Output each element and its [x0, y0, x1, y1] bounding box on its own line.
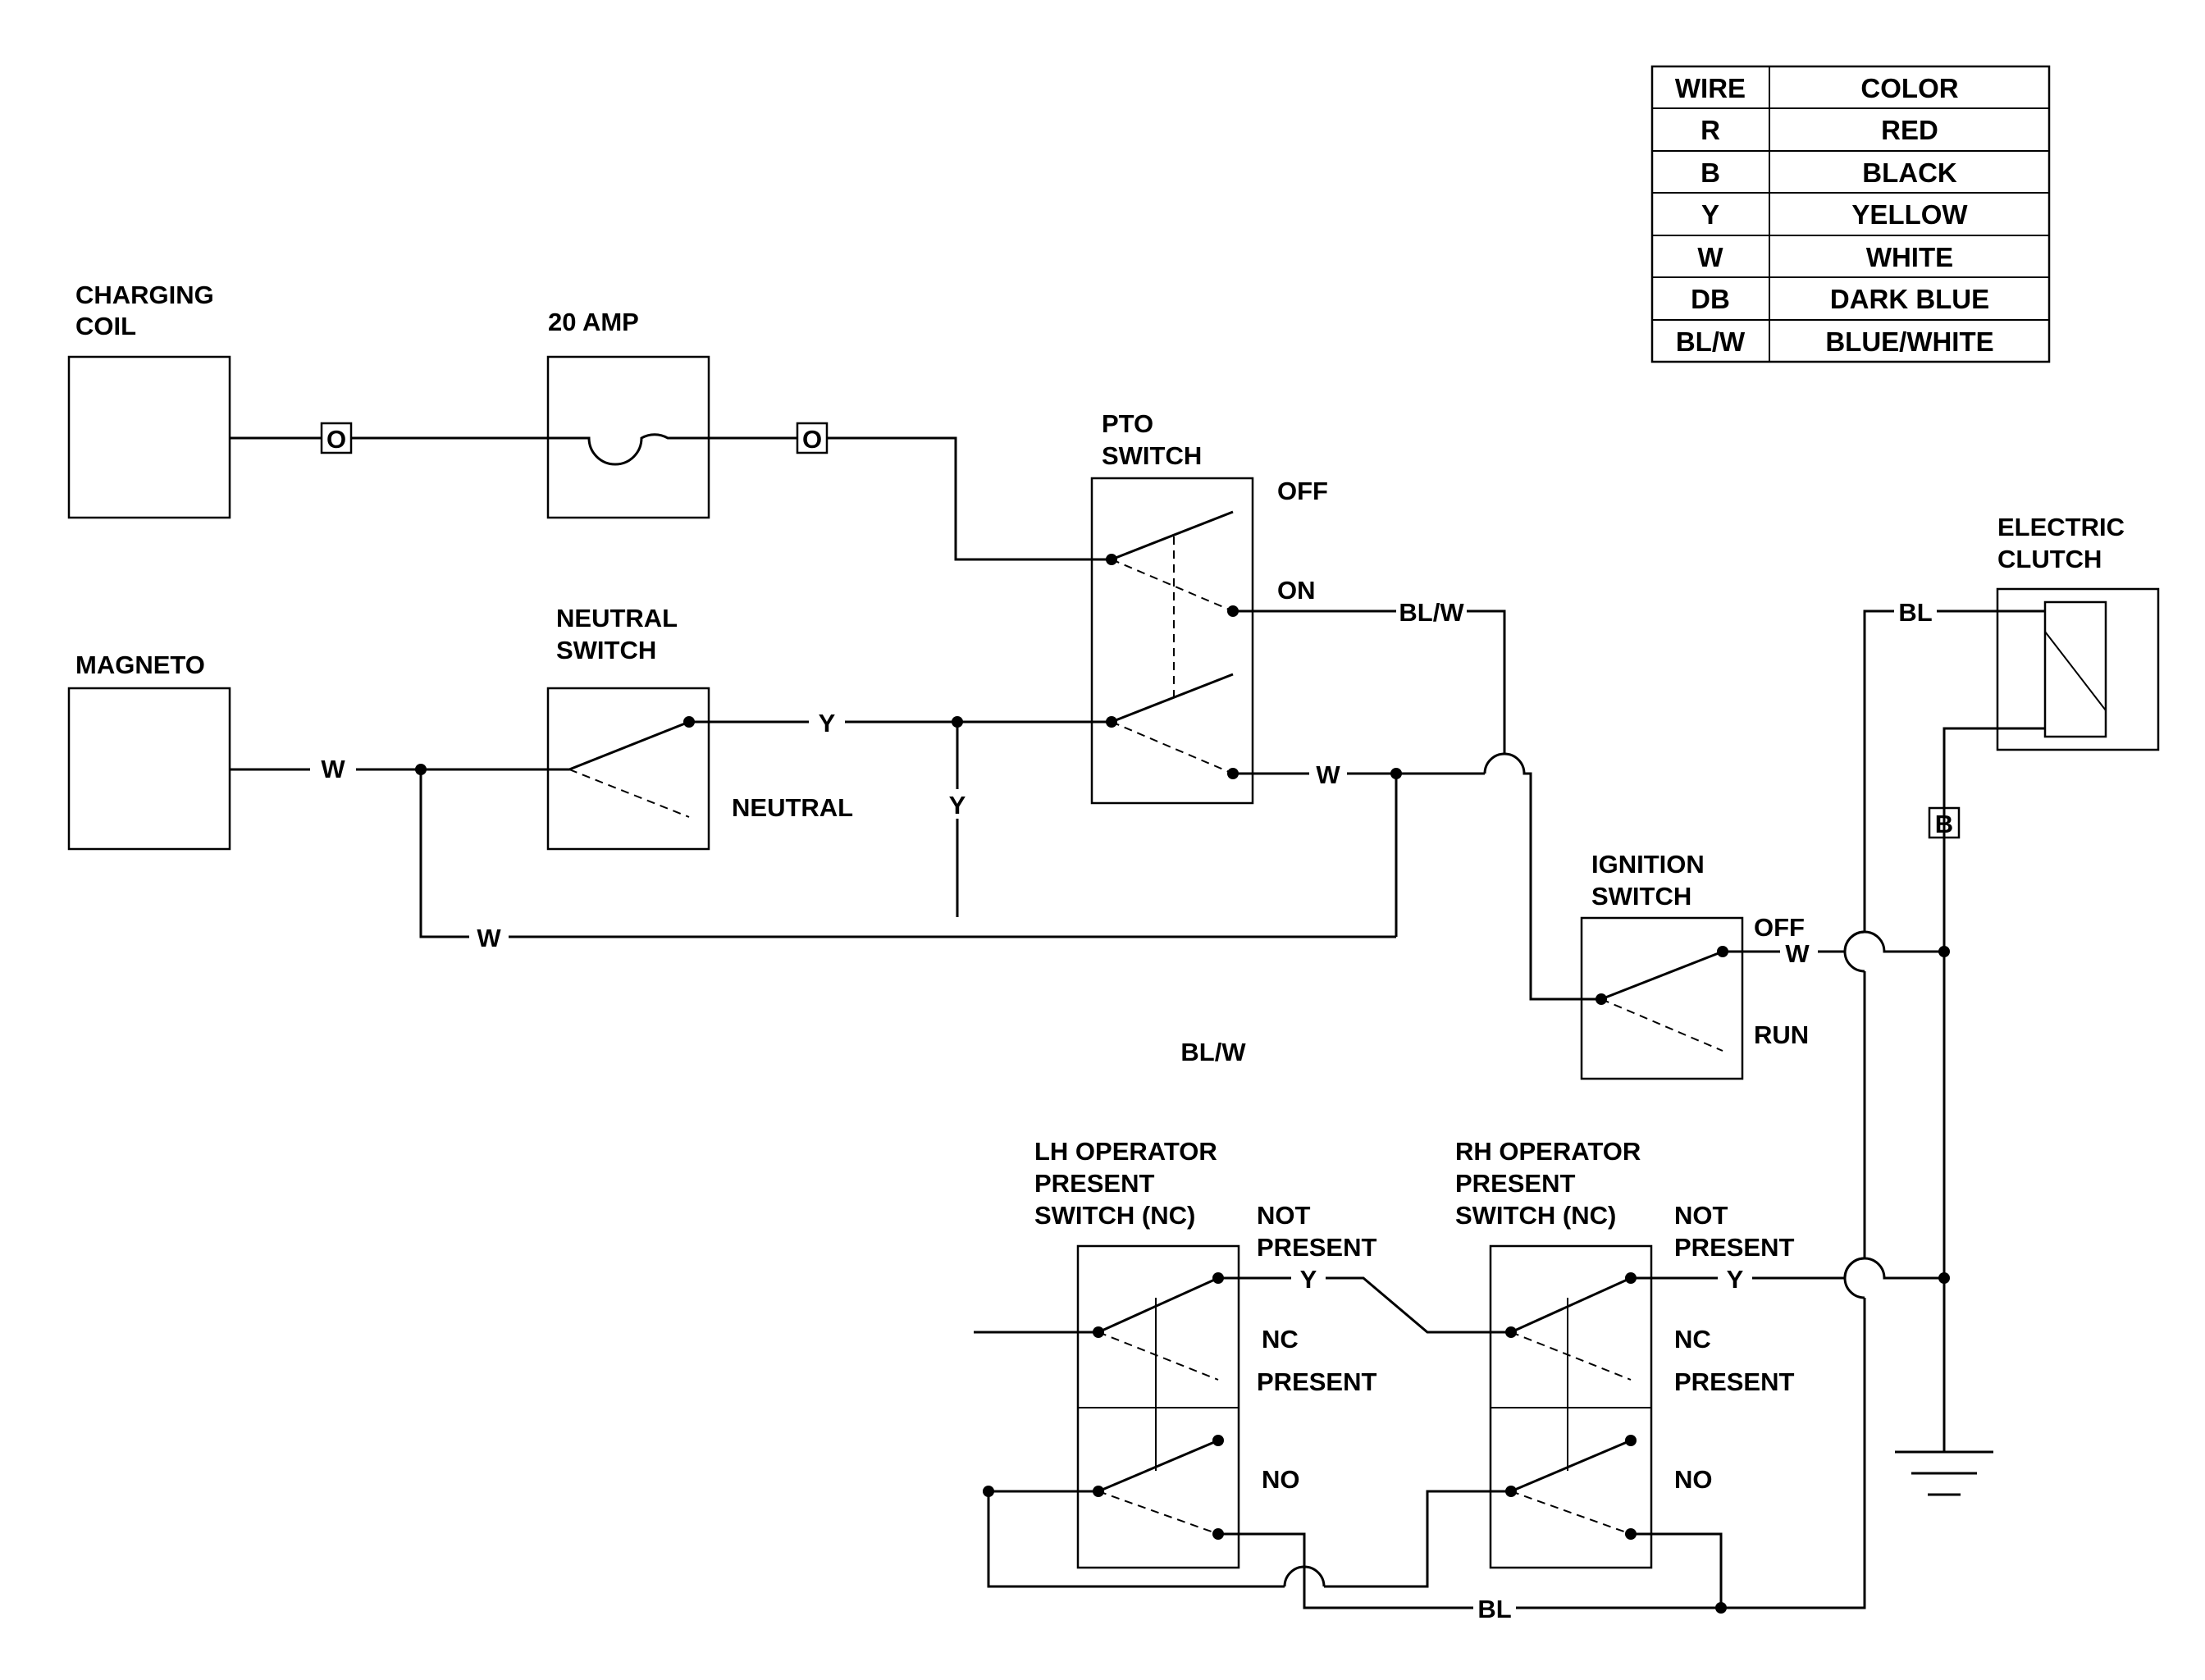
charging-coil-box: [67, 355, 231, 519]
ignition-off-label: OFF: [1754, 913, 1805, 942]
rh-switch-label-2: PRESENT: [1455, 1169, 1575, 1198]
lh-no-label: NO: [1262, 1465, 1300, 1494]
ignition-run-label: RUN: [1754, 1020, 1809, 1049]
legend-wire-db: DB: [1691, 284, 1730, 314]
pto-to-ignition-circuit: W: [1233, 752, 1601, 1001]
legend-color-dark-blue: DARK BLUE: [1830, 284, 1989, 314]
charging-coil-label-2: COIL: [75, 312, 136, 340]
lh-switch-label-1: LH OPERATOR: [1034, 1137, 1217, 1166]
pto-on-label: ON: [1277, 576, 1316, 605]
bottom-blue-circuit: BL: [987, 1490, 1727, 1623]
electric-clutch-label-2: CLUTCH: [1997, 545, 2102, 573]
magneto-box: [67, 687, 231, 851]
connector-b-label: B: [1935, 810, 1953, 838]
legend-wire-b: B: [1701, 158, 1720, 188]
lh-nc-label: NC: [1262, 1325, 1299, 1354]
neutral-switch-label-2: SWITCH: [556, 636, 656, 664]
rh-present-label: PRESENT: [1674, 1367, 1794, 1396]
electric-clutch-box: [1996, 587, 2160, 751]
connector-o-2-label: O: [802, 425, 822, 454]
wire-label-w-magneto: W: [321, 755, 345, 783]
electric-clutch-coil: [2043, 600, 2107, 738]
wire-label-w-ignition: W: [1785, 939, 1810, 968]
legend-header-wire: WIRE: [1675, 73, 1746, 103]
ignition-switch-label-1: IGNITION: [1591, 850, 1705, 879]
lh-not-present-label-1: NOT: [1257, 1201, 1311, 1230]
lh-not-present-label-2: PRESENT: [1257, 1233, 1376, 1262]
wire-label-bl-bottom: BL: [1477, 1595, 1511, 1623]
rh-nc-label: NC: [1674, 1325, 1711, 1354]
wire-color-legend: WIRE COLOR R RED B BLACK Y YELLOW W WHIT…: [1650, 65, 2051, 363]
wire-label-y-neutral: Y: [819, 709, 836, 737]
pto-switch: PTO SWITCH OFF ON: [1090, 409, 1328, 805]
legend-wire-w: W: [1697, 242, 1723, 272]
legend-wire-blw: BL/W: [1676, 326, 1746, 357]
wire-label-w-ground: W: [477, 924, 501, 952]
blue-white-circuit: BL/W BL/W: [1178, 596, 1506, 1066]
legend-header-color: COLOR: [1860, 73, 1958, 103]
rh-switch-label-1: RH OPERATOR: [1455, 1137, 1641, 1166]
lh-rh-yellow-link: Y: [1218, 1263, 1511, 1334]
charging-circuit: CHARGING COIL O 20 AMP O: [67, 281, 1112, 561]
legend-color-red: RED: [1881, 115, 1938, 145]
legend-color-white: WHITE: [1866, 242, 1953, 272]
lh-operator-switch: LH OPERATOR PRESENT SWITCH (NC) NOT PRES…: [974, 1137, 1376, 1569]
lh-present-label: PRESENT: [1257, 1367, 1376, 1396]
connector-o-1-label: O: [326, 425, 346, 454]
pto-switch-label-2: SWITCH: [1102, 441, 1202, 470]
connector-b: [1928, 806, 1961, 839]
ground-icon: [1895, 1450, 1993, 1496]
ignition-switch-label-2: SWITCH: [1591, 882, 1691, 911]
pto-switch-label-1: PTO: [1102, 409, 1153, 438]
wire-label-bl-clutch: BL: [1898, 598, 1932, 627]
pto-switch-box: [1090, 477, 1254, 805]
neutral-position-label: NEUTRAL: [732, 793, 853, 822]
wire-label-blw-pto: BL/W: [1399, 598, 1464, 627]
wire-label-w-pto: W: [1316, 760, 1340, 789]
wire-label-blw-lower: BL/W: [1180, 1038, 1246, 1066]
wire-label-y-rh: Y: [1727, 1265, 1744, 1294]
lh-switch-label-3: SWITCH (NC): [1034, 1201, 1195, 1230]
rh-no-label: NO: [1674, 1465, 1713, 1494]
rh-not-present-label-1: NOT: [1674, 1201, 1728, 1230]
lh-switch-label-2: PRESENT: [1034, 1169, 1154, 1198]
fuse-symbol: [548, 433, 709, 466]
wire-label-y-vertical: Y: [949, 791, 966, 819]
rh-operator-switch: RH OPERATOR PRESENT SWITCH (NC) NOT PRES…: [1455, 1137, 1944, 1608]
legend-wire-y: Y: [1701, 199, 1719, 230]
legend-color-black: BLACK: [1862, 158, 1957, 188]
charging-coil-label-1: CHARGING: [75, 281, 214, 309]
electric-clutch: ELECTRIC CLUTCH BL B: [1721, 513, 2160, 1609]
electric-clutch-label-1: ELECTRIC: [1997, 513, 2125, 541]
ignition-switch: IGNITION SWITCH OFF RUN W: [1580, 850, 1944, 1080]
legend-wire-r: R: [1701, 115, 1720, 145]
pto-off-label: OFF: [1277, 477, 1328, 505]
fuse-label: 20 AMP: [548, 308, 639, 336]
magneto-label: MAGNETO: [75, 651, 205, 679]
rh-switch-label-3: SWITCH (NC): [1455, 1201, 1616, 1230]
legend-color-blue-white: BLUE/WHITE: [1825, 326, 1993, 357]
magneto-circuit: MAGNETO W NEUTRAL SWITCH NEUTRAL Y Y W: [67, 604, 1398, 952]
legend-color-yellow: YELLOW: [1851, 199, 1968, 230]
rh-not-present-label-2: PRESENT: [1674, 1233, 1794, 1262]
neutral-switch-label-1: NEUTRAL: [556, 604, 678, 632]
wire-label-y-lh: Y: [1300, 1265, 1317, 1294]
